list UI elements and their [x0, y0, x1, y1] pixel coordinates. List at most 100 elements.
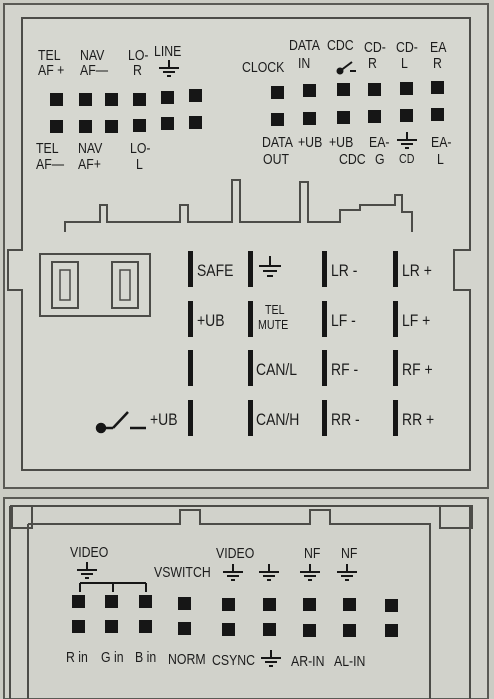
label-lo-l-line2: L	[136, 156, 143, 173]
label-data-in-line2: IN	[298, 55, 311, 72]
pin-bar	[188, 400, 193, 436]
label-tel-af-plus-line1: TEL	[38, 47, 61, 64]
label-lf-plus: LF +	[402, 311, 431, 330]
pin	[105, 620, 118, 633]
label-ea-r-line2: R	[433, 55, 442, 72]
label-rr-plus: RR +	[402, 410, 435, 429]
label-ar-in: AR-IN	[291, 653, 325, 670]
upper-connector-key-ridge	[64, 179, 413, 232]
pin	[178, 597, 191, 610]
label-tel-af-minus-line2: AF—	[36, 156, 65, 173]
label-can-h: CAN/H	[256, 410, 300, 429]
pin	[105, 120, 118, 133]
label-plus-ub-cdc-line2: CDC	[339, 151, 366, 168]
video-left-ground-icon	[77, 562, 97, 579]
pin	[189, 89, 202, 102]
pin	[222, 623, 235, 636]
pin-bar	[248, 350, 253, 386]
label-cdc: CDC	[327, 37, 354, 54]
power-ground-icon	[259, 256, 281, 277]
label-tel-af-plus-line2: AF +	[38, 62, 65, 79]
label-ea-g-line1: EA-	[369, 134, 390, 151]
label-tel-mute-line2: MUTE	[258, 317, 289, 332]
label-plus-ub-cdc-line1: +UB	[329, 134, 354, 151]
pin	[222, 598, 235, 611]
label-line: LINE	[154, 43, 182, 60]
label-cd-ground: CD	[399, 151, 415, 166]
pin-bar	[393, 350, 398, 386]
label-b-in: B in	[135, 649, 157, 666]
label-safe: SAFE	[197, 261, 234, 280]
pin	[385, 599, 398, 612]
pin	[337, 111, 350, 124]
pin	[400, 82, 413, 95]
pin-bar	[188, 251, 193, 287]
label-nav-af-minus-line2: AF—	[80, 62, 109, 79]
label-ea-g-line2: G	[375, 151, 385, 168]
label-csync: CSYNC	[212, 652, 256, 669]
label-norm: NORM	[168, 651, 206, 668]
nf-2-ground-icon	[337, 564, 357, 581]
pin	[263, 598, 276, 611]
pin	[303, 624, 316, 637]
label-nav-af-plus-line1: NAV	[78, 140, 103, 157]
pin-bar	[248, 251, 253, 287]
pin-bar	[393, 251, 398, 287]
label-cd-r-line1: CD-	[364, 39, 386, 56]
pin	[303, 598, 316, 611]
label-nf-2: NF	[341, 545, 358, 562]
pin	[139, 620, 152, 633]
pin-bar	[393, 301, 398, 337]
pin	[343, 598, 356, 611]
label-switch-plus-ub: +UB	[150, 410, 178, 429]
lock-tab	[39, 253, 151, 317]
cdc-switch-symbol	[336, 61, 356, 75]
pin	[139, 595, 152, 608]
pin	[343, 624, 356, 637]
pin	[263, 623, 276, 636]
pin	[337, 83, 350, 96]
video-right-ground-icon	[223, 564, 243, 581]
label-video-left: VIDEO	[70, 544, 109, 561]
pin	[431, 81, 444, 94]
pin-bar	[393, 400, 398, 436]
label-g-in: G in	[101, 649, 124, 666]
label-rf-plus: RF +	[402, 360, 433, 379]
pin-bar	[322, 301, 327, 337]
label-ea-r-line1: EA	[430, 39, 447, 56]
pin	[385, 624, 398, 637]
pin	[271, 86, 284, 99]
pin	[431, 108, 444, 121]
nf-1-ground-icon	[300, 564, 320, 581]
pin-bar	[322, 400, 327, 436]
label-cd-r-line2: R	[368, 55, 377, 72]
pin	[79, 120, 92, 133]
label-plus-ub-power: +UB	[197, 311, 225, 330]
label-nf-1: NF	[304, 545, 321, 562]
pin-bar	[188, 350, 193, 386]
video-bracket	[79, 582, 147, 592]
pin	[178, 622, 191, 635]
label-rr-minus: RR -	[331, 410, 360, 429]
pin	[105, 93, 118, 106]
label-nav-af-plus-line2: AF+	[78, 156, 101, 173]
upper-connector-inner-outline	[7, 17, 471, 471]
label-r-in: R in	[66, 649, 88, 666]
pin-bar	[322, 350, 327, 386]
label-data-out-line1: DATA	[262, 134, 293, 151]
pin	[50, 93, 63, 106]
label-lo-r-line2: R	[133, 62, 142, 79]
pin	[133, 119, 146, 132]
label-lo-r-line1: LO-	[128, 47, 149, 64]
pin-bar	[248, 400, 253, 436]
pin	[105, 595, 118, 608]
label-al-in: AL-IN	[334, 653, 366, 670]
pin	[271, 113, 284, 126]
label-tel-mute-line1: TEL	[265, 302, 285, 317]
label-plus-ub: +UB	[298, 134, 323, 151]
pin	[161, 91, 174, 104]
pin	[133, 93, 146, 106]
pin	[161, 117, 174, 130]
label-tel-af-minus-line1: TEL	[36, 140, 59, 157]
label-lo-l-line1: LO-	[130, 140, 151, 157]
